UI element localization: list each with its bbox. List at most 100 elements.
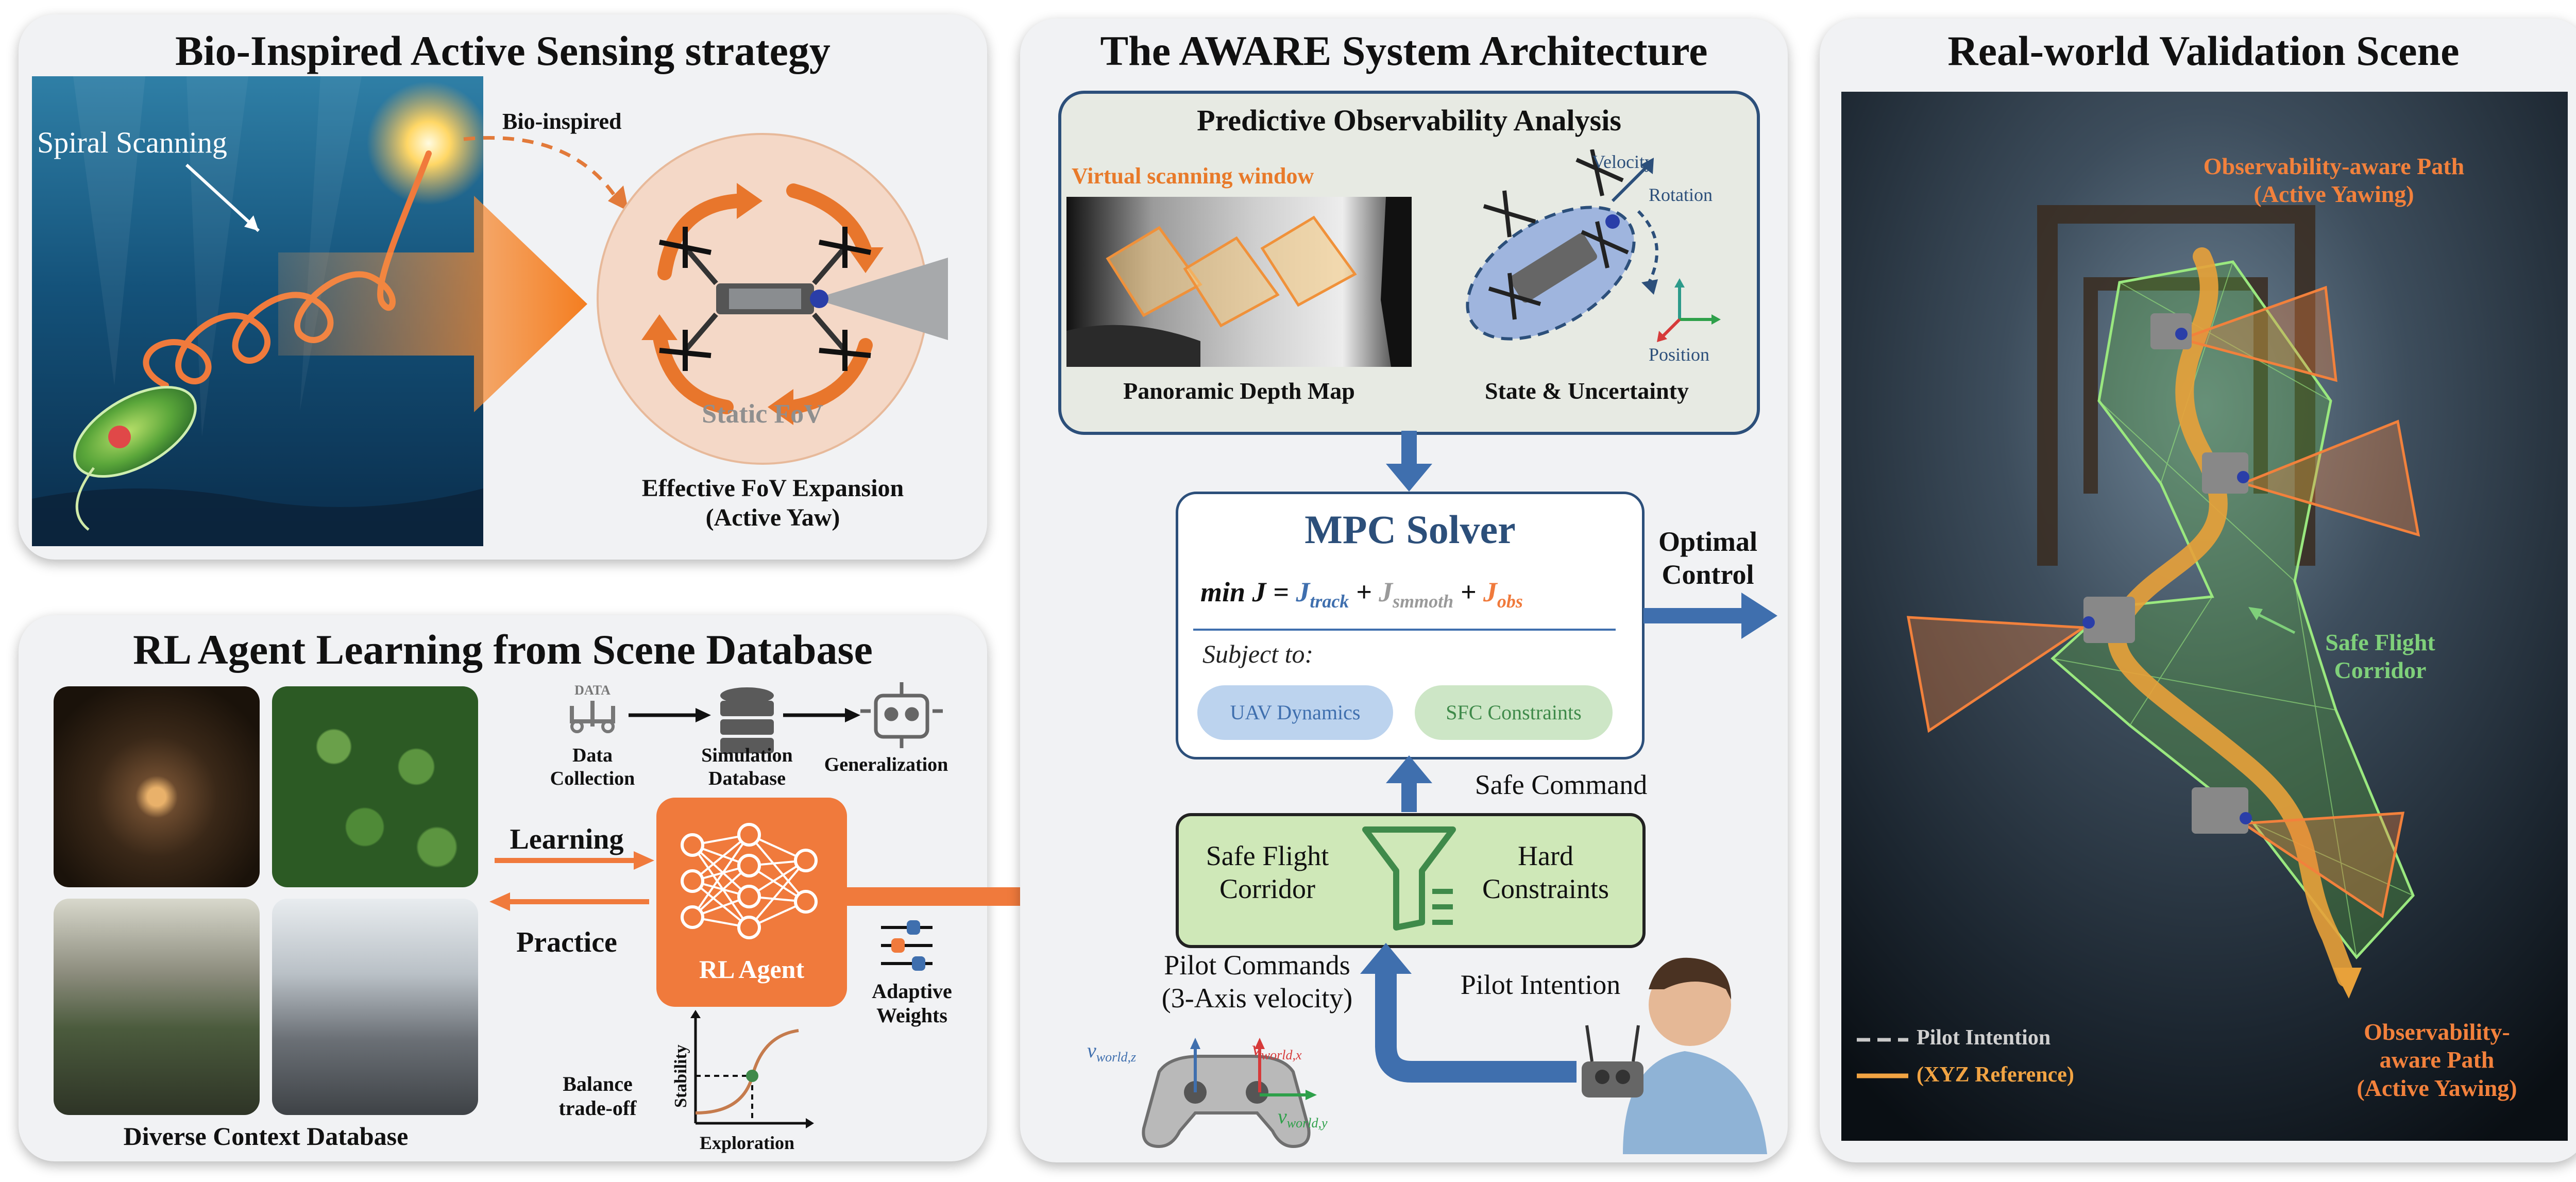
database-icon — [720, 687, 774, 753]
observability-to-mpc-arrow — [1386, 431, 1432, 492]
static-fov-cone — [814, 258, 948, 340]
light-source — [367, 81, 483, 205]
exploration-axis-label: Exploration — [700, 1133, 794, 1153]
rl-agent-label: RL Agent — [699, 955, 805, 984]
sfc-line1: Safe Flight — [1206, 840, 1329, 871]
generalization-label: Generalization — [824, 754, 948, 775]
sfc-label: Safe Flight Corridor — [1185, 840, 1350, 905]
effective-fov-line2: (Active Yaw) — [705, 503, 840, 531]
scene-forest — [272, 686, 478, 887]
optimal-control-label: Optimal Control — [1643, 526, 1772, 591]
learning-practice-arrows — [489, 851, 654, 911]
scanning-windows — [1106, 215, 1357, 328]
scene-office — [272, 899, 478, 1115]
safe-command-label: Safe Command — [1475, 769, 1648, 800]
velocity-label: Velocity — [1592, 151, 1654, 172]
controller-icon: vworld,z vworld,x vworld,y — [1087, 1037, 1328, 1149]
v-world-x-label: vworld,x — [1252, 1037, 1302, 1062]
data-icon-text: DATA — [574, 683, 611, 698]
safe-corridor-line2: Corridor — [2334, 657, 2427, 684]
state-uncertainty-label: State & Uncertainty — [1484, 378, 1689, 404]
spiral-pointer-arrow — [185, 163, 260, 232]
position-axes-icon — [1657, 278, 1721, 342]
realworld-panel-title: Real-world Validation Scene — [1947, 27, 2460, 74]
drone-3 — [1906, 597, 2135, 733]
fov-diagram: Static FoV — [597, 133, 948, 465]
sfc-filter-box — [1176, 813, 1646, 948]
data-pipeline: DATA — [570, 682, 943, 753]
balance-line1: Balance — [563, 1072, 633, 1095]
legend-pilot-label: Pilot Intention — [1917, 1026, 2051, 1050]
scene-factory — [54, 899, 260, 1115]
pilot-commands-line2: (3-Axis velocity) — [1161, 982, 1353, 1014]
effective-fov-label: Effective FoV Expansion (Active Yaw) — [577, 474, 969, 532]
depth-map-label: Panoramic Depth Map — [1123, 378, 1355, 404]
cost-function: min J = Jtrack + Jsmmoth + Jobs — [1200, 577, 1523, 612]
neural-network-icon — [681, 823, 818, 939]
bio-panel-title: Bio-Inspired Active Sensing strategy — [175, 27, 831, 74]
balance-label: Balance trade-off — [536, 1072, 659, 1120]
position-label: Position — [1649, 344, 1709, 365]
simulation-database-label: Simulation Database — [685, 744, 809, 790]
pilot-intention-arrow — [1360, 943, 1577, 1083]
tunnel-scene — [1841, 92, 2568, 1141]
filter-icon — [1362, 826, 1456, 931]
expansion-arrow — [278, 196, 587, 412]
scene-mine-tunnel — [54, 686, 260, 887]
legend-xyz-label: (XYZ Reference) — [1917, 1063, 2074, 1087]
pilot-person-illustration — [1582, 957, 1767, 1154]
sfc-line2: Corridor — [1219, 873, 1315, 904]
obs-path-top-label: Observability-aware Path (Active Yawing) — [2154, 153, 2514, 209]
obs-path-bottom-label: Observability- aware Path (Active Yawing… — [2318, 1018, 2555, 1102]
drone-1 — [2150, 285, 2337, 382]
optimal-line2: Control — [1662, 559, 1754, 590]
balance-line2: trade-off — [558, 1096, 637, 1120]
safe-corridor-label: Safe Flight Corridor — [2298, 629, 2463, 685]
learning-label: Learning — [510, 823, 624, 855]
uav-icon — [1483, 149, 1629, 320]
subject-to-label: Subject to: — [1202, 639, 1314, 668]
hard-line2: Constraints — [1482, 873, 1609, 904]
obs-path-bottom-line1: Observability- — [2364, 1019, 2510, 1045]
mpc-solver-title: MPC Solver — [1304, 507, 1516, 552]
data-collection-icon: DATA — [570, 683, 615, 733]
optimal-control-arrow — [1643, 593, 1777, 639]
observability-title: Predictive Observability Analysis — [1197, 104, 1621, 137]
tradeoff-plot: Stability Exploration — [671, 1010, 814, 1153]
practice-label: Practice — [516, 926, 617, 958]
pilot-commands-label: Pilot Commands (3-Axis velocity) — [1133, 949, 1381, 1015]
euglena-cell — [73, 385, 197, 478]
data-collection-line1: Data — [572, 745, 613, 766]
hard-line1: Hard — [1518, 840, 1573, 871]
safe-corridor-line1: Safe Flight — [2325, 629, 2435, 655]
adaptive-line1: Adaptive — [872, 980, 952, 1003]
hard-constraints-label: Hard Constraints — [1458, 840, 1633, 905]
obs-path-bottom-line2: aware Path — [2379, 1046, 2495, 1073]
safe-command-arrow — [1386, 755, 1432, 812]
spiral-scanning-label: Spiral Scanning — [37, 126, 227, 159]
data-collection-line2: Collection — [550, 767, 635, 789]
adaptive-line2: Weights — [876, 1004, 947, 1027]
robot-icon — [860, 682, 943, 748]
legend — [1857, 1038, 1908, 1078]
sfc-constraints-pill: SFC Constraints — [1415, 685, 1613, 740]
optimal-line1: Optimal — [1658, 526, 1757, 557]
adaptive-weights-icon — [881, 920, 933, 971]
rl-panel-title: RL Agent Learning from Scene Database — [133, 626, 873, 673]
simulation-line2: Database — [708, 767, 786, 789]
depth-map — [1066, 197, 1412, 367]
obs-path-bottom-line3: (Active Yawing) — [2357, 1074, 2517, 1101]
bio-inspired-label: Bio-inspired — [502, 109, 622, 134]
drone-2 — [2202, 419, 2420, 537]
obs-path-top-line2: (Active Yawing) — [2253, 181, 2414, 208]
cost-divider — [1193, 629, 1616, 631]
data-collection-label: Data Collection — [546, 744, 639, 790]
rotation-arrows — [652, 183, 873, 414]
pilot-intention-label: Pilot Intention — [1460, 969, 1621, 1000]
adaptive-weights-label: Adaptive Weights — [850, 979, 974, 1027]
stability-axis-label: Stability — [671, 1044, 690, 1108]
obs-path-top-line1: Observability-aware Path — [2203, 153, 2465, 179]
pilot-commands-line1: Pilot Commands — [1164, 950, 1350, 981]
drone-4 — [2192, 787, 2405, 919]
state-uncertainty-diagram: Velocity Rotation Position — [1466, 149, 1721, 365]
